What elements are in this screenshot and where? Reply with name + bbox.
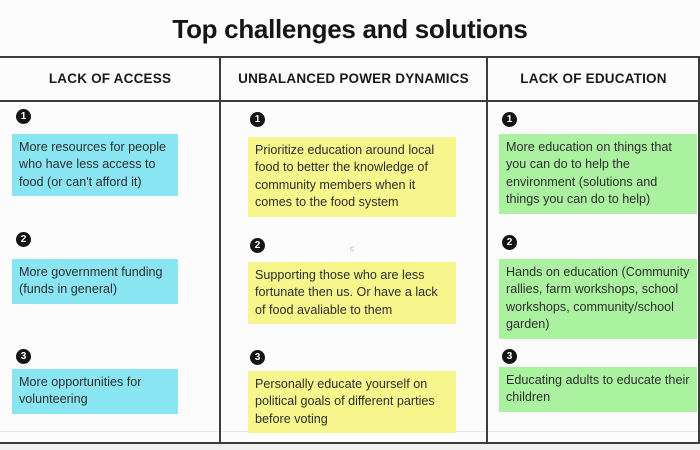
number-badge[interactable]: 3 (502, 349, 517, 364)
number-badge[interactable]: 2 (16, 232, 31, 247)
sticky-note[interactable]: Supporting those who are less fortunate … (248, 262, 456, 325)
column-lack-of-education: LACK OF EDUCATION 1 More education on th… (487, 0, 700, 450)
number-badge[interactable]: 3 (16, 349, 31, 364)
bottom-band (0, 444, 700, 450)
sticky-note[interactable]: Hands on education (Community rallies, f… (499, 259, 697, 339)
number-badge[interactable]: 1 (250, 112, 265, 127)
column-header: LACK OF ACCESS (48, 71, 172, 86)
table-bottom-border (0, 442, 700, 444)
sticky-note[interactable]: Personally educate yourself on political… (248, 371, 456, 434)
sticky-note[interactable]: Prioritize education around local food t… (248, 137, 456, 217)
table-right-border (698, 56, 700, 444)
sticky-note[interactable]: Educating adults to educate their childr… (499, 367, 697, 412)
column-header: UNBALANCED POWER DYNAMICS (238, 71, 469, 86)
column-divider-1 (219, 56, 221, 444)
number-badge[interactable]: 2 (502, 235, 517, 250)
number-badge[interactable]: 1 (16, 109, 31, 124)
column-lack-of-access: LACK OF ACCESS 1 More resources for peop… (0, 0, 220, 450)
number-badge[interactable]: 3 (250, 350, 265, 365)
sticky-note[interactable]: More education on things that you can do… (499, 134, 697, 214)
page-title: Top challenges and solutions (172, 13, 528, 44)
sticky-note[interactable]: More government funding (funds in genera… (12, 259, 178, 304)
column-header: LACK OF EDUCATION (520, 71, 667, 86)
stray-text: c (350, 244, 354, 253)
number-badge[interactable]: 2 (250, 238, 265, 253)
sticky-note[interactable]: More resources for people who have less … (12, 134, 178, 197)
number-badge[interactable]: 1 (502, 112, 517, 127)
column-unbalanced-power-dynamics: UNBALANCED POWER DYNAMICS 1 Prioritize e… (220, 0, 487, 450)
column-divider-2 (486, 56, 488, 444)
header-row-divider (0, 100, 700, 102)
table-top-border (0, 56, 700, 58)
sticky-note[interactable]: More opportunities for volunteering (12, 369, 178, 414)
